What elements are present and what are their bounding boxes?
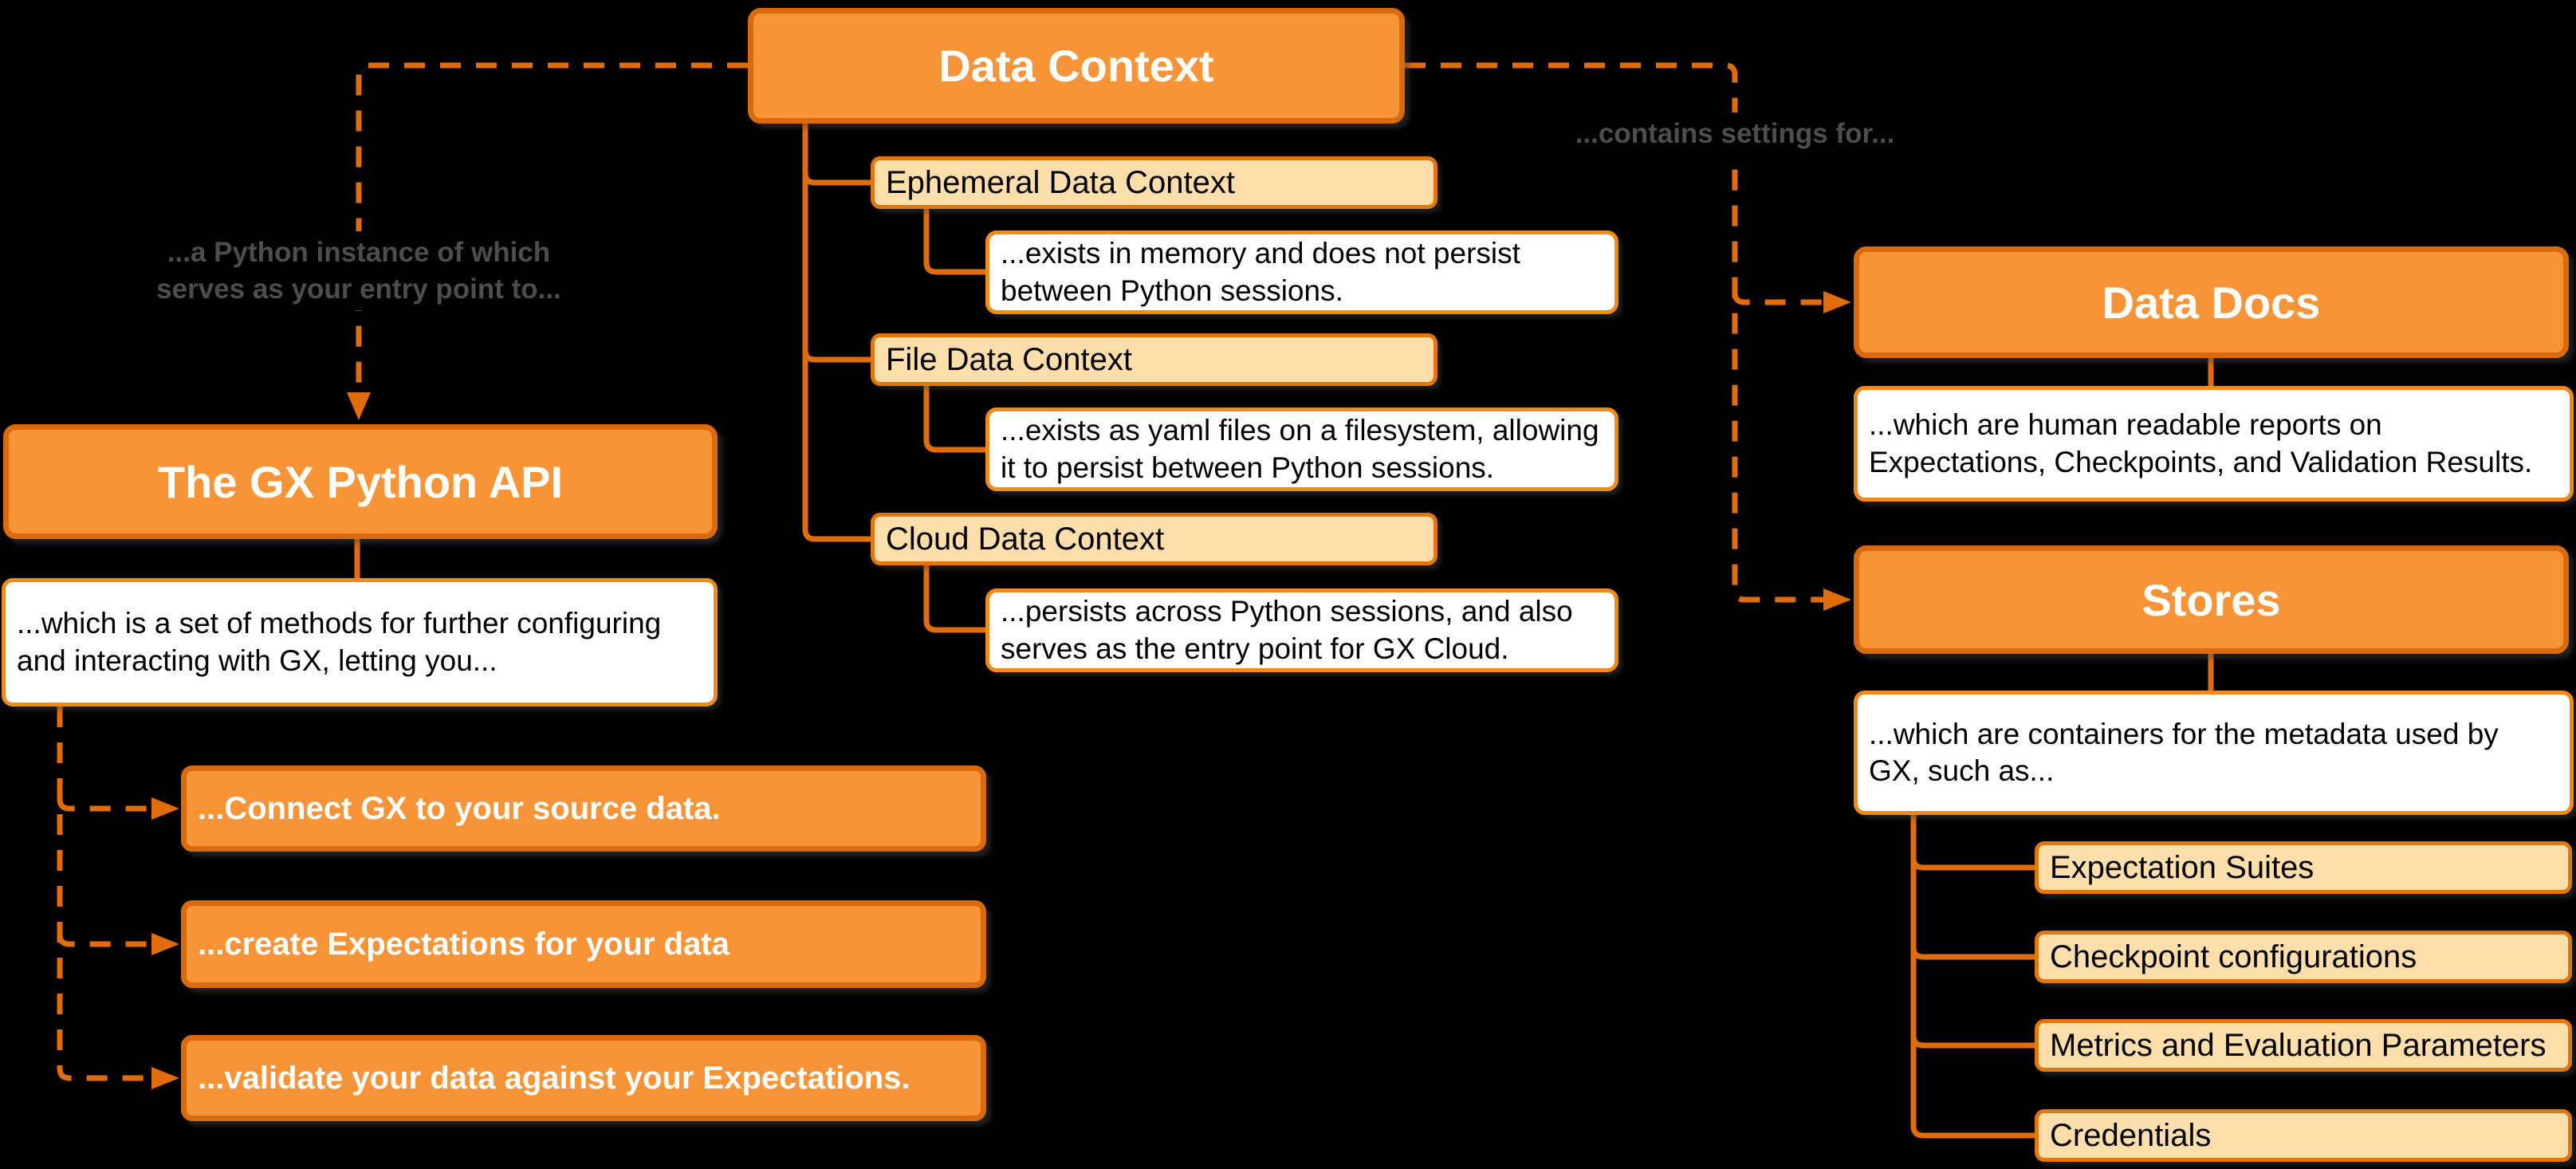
edge-datacontext-gxapi [356,62,748,392]
note-gx-python-api: ...which is a set of methods for further… [2,578,718,707]
edge-label-contains-settings: ...contains settings for... [1555,112,1914,155]
arrowhead-validate [151,1067,179,1089]
node-create-expectations: ...create Expectations for your data [181,900,986,988]
edge-label-python-instance: ...a Python instance of which serves as … [120,231,598,310]
edge-datacontext-trunk [802,124,871,542]
arrowhead-create [151,933,179,955]
node-validate-data: ...validate your data against your Expec… [181,1035,986,1121]
note-data-docs: ...which are human readable reports on E… [1854,386,2574,502]
node-metrics-evaluation-parameters: Metrics and Evaluation Parameters [2035,1019,2572,1072]
arrowhead-stores [1823,588,1851,611]
edge-branch-checkpoints [1910,947,2035,960]
node-data-context: Data Context [748,8,1405,124]
edge-branch-suites [1910,857,2035,871]
arrowhead-datadocs [1823,291,1851,313]
edge-datacontext-settings [1405,62,1823,603]
node-data-docs: Data Docs [1854,246,2569,358]
node-expectation-suites: Expectation Suites [2035,841,2572,894]
edge-branch-datadocs [1732,292,1823,305]
note-ephemeral-data-context: ...exists in memory and does not persist… [985,230,1618,314]
edge-branch-ephemeral [802,172,871,186]
edge-cloud-note [923,565,985,633]
note-stores: ...which are containers for the metadata… [1854,691,2574,815]
edge-ephemeral-note [923,209,985,275]
note-cloud-data-context: ...persists across Python sessions, and … [985,588,1618,672]
node-checkpoint-configurations: Checkpoint configurations [2035,931,2572,983]
node-cloud-data-context: Cloud Data Context [871,513,1437,565]
arrowhead-connect [151,797,179,820]
edge-branch-connect [57,798,151,812]
node-connect-source-data: ...Connect GX to your source data. [181,766,986,852]
note-file-data-context: ...exists as yaml files on a filesystem,… [985,407,1618,491]
node-gx-python-api: The GX Python API [3,424,718,539]
edge-file-note [923,386,985,453]
edge-branch-create [57,934,151,947]
node-credentials: Credentials [2035,1109,2572,1162]
edge-gxapi-actions-trunk [57,707,151,1081]
edge-branch-file [802,349,871,363]
node-file-data-context: File Data Context [871,333,1437,386]
edge-stores-trunk [1910,815,2035,1139]
node-stores: Stores [1854,545,2569,654]
arrowhead-gxapi [347,392,371,420]
node-ephemeral-data-context: Ephemeral Data Context [871,156,1437,209]
edge-branch-metrics [1910,1035,2035,1049]
